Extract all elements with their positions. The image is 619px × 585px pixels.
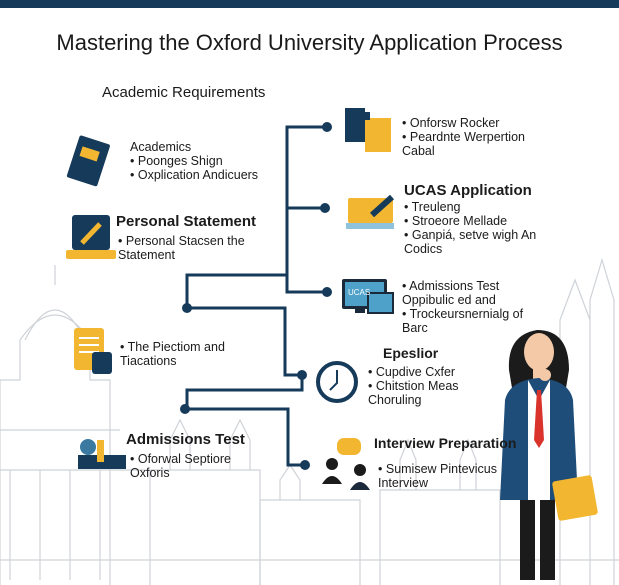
svg-text:UCAS: UCAS (348, 288, 370, 297)
node-dot (297, 370, 307, 380)
page-title: Mastering the Oxford University Applicat… (56, 30, 563, 55)
personal-statement-block: Personal Stacsen the Statement (118, 234, 258, 262)
pencil-tablet-icon (66, 215, 116, 259)
bullet: Peardnte Werpertion Cabal (402, 130, 542, 158)
heading-personal-statement: Personal Statement (116, 213, 257, 230)
exam-desk-icon (78, 439, 126, 469)
notebook-pen-icon (346, 194, 395, 229)
bullet: Oxplication Andicuers (130, 168, 258, 182)
bullet: Admissions Test Oppibulic ed and (402, 279, 537, 307)
bullet: Sumisew Pintevicus Interview (378, 462, 503, 490)
clock-icon (316, 361, 358, 403)
practice-block: The Piectiom and Tiacations (120, 340, 240, 368)
heading-admissions-test: Admissions Test (126, 431, 245, 448)
heading-ucas-application: UCAS Application (404, 182, 532, 199)
bullet: Treuleng (404, 200, 544, 214)
bullet: Trockeursnernialg of Barc (402, 307, 537, 335)
heading-academic-requirements: Academic Requirements (102, 84, 266, 101)
top-bar (0, 0, 619, 8)
bullet: Personal Stacsen the Statement (118, 234, 258, 262)
node-dot (182, 303, 192, 313)
book-icon (66, 135, 110, 187)
bullet: Ganpiá, setve wigh An Codics (404, 228, 544, 256)
interview-people-icon (322, 438, 370, 490)
oxford-resources-block: Onforsw RockerPeardnte Werpertion Cabal (402, 116, 542, 158)
thinking-woman-illustration (500, 330, 598, 580)
epeslior-block: Cupdive CxferChitstion Meas Choruling (368, 365, 488, 407)
node-dot (322, 122, 332, 132)
bullet: Stroeore Mellade (404, 214, 544, 228)
node-dot (322, 287, 332, 297)
bullet: Poonges Shign (130, 154, 258, 168)
academics-block: Academics Poonges ShignOxplication Andic… (130, 140, 258, 182)
heading-epeslior: Epeslior (383, 345, 439, 361)
node-dot (320, 203, 330, 213)
node-dot (300, 460, 310, 470)
bullet: Chitstion Meas Choruling (368, 379, 488, 407)
computer-screens-icon: UCAS (342, 279, 394, 314)
bullet: Cupdive Cxfer (368, 365, 488, 379)
ucas-block: TreulengStroeore MelladeGanpiá, setve wi… (404, 200, 544, 256)
bullet: The Piectiom and Tiacations (120, 340, 240, 368)
open-book-icon (345, 108, 391, 152)
academics-lead: Academics (130, 140, 192, 154)
admissions-test-block: Oforwal Septiore Oxforis (130, 452, 250, 480)
bullet: Onforsw Rocker (402, 116, 542, 130)
notes-bucket-icon (74, 328, 112, 374)
heading-interview-preparation: Interview Preparation (374, 435, 517, 451)
interview-block: Sumisew Pintevicus Interview (378, 462, 503, 490)
bullet: Oforwal Septiore Oxforis (130, 452, 250, 480)
node-dot (180, 404, 190, 414)
admissions-ucas-block: Admissions Test Oppibulic ed andTrockeur… (402, 279, 537, 335)
